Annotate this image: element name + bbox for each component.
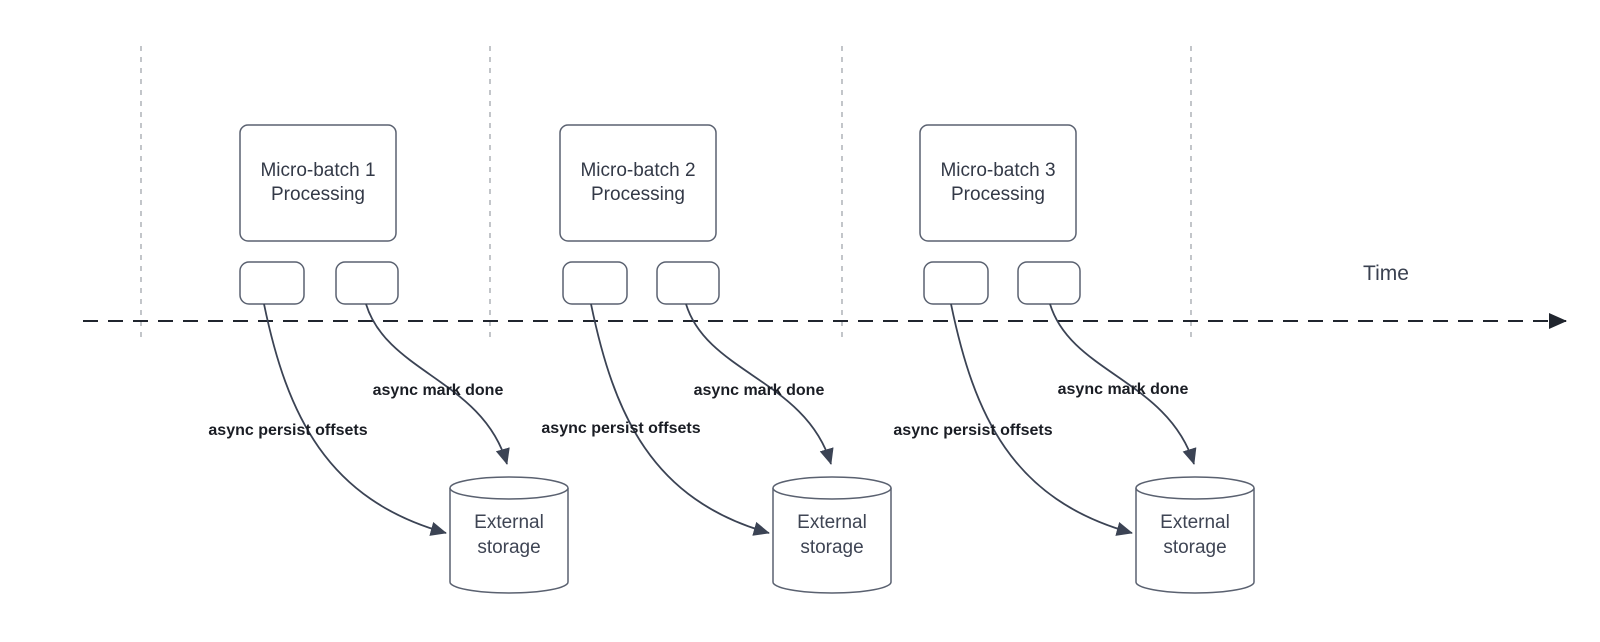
external-storage-cylinder-1-body bbox=[449, 488, 569, 594]
micro-batch-3-done-task-box bbox=[1017, 261, 1081, 305]
micro-batch-1-done-task-box bbox=[335, 261, 399, 305]
micro-batch-1-title-line2: Processing bbox=[271, 184, 365, 205]
micro-batch-3-mark-done-arrow bbox=[1049, 303, 1197, 465]
micro-batch-2-mark-done-arrow bbox=[685, 303, 834, 465]
external-storage-2-label-line1: External bbox=[797, 512, 867, 533]
external-storage-1-label-line2: storage bbox=[477, 537, 540, 558]
micro-batch-2-group: Micro-batch 2 Processing async persist o… bbox=[541, 124, 892, 594]
micro-batch-2-mark-done-label: async mark done bbox=[694, 382, 825, 399]
external-storage-cylinder-1: External storage bbox=[449, 476, 569, 594]
micro-batch-2-title-line2: Processing bbox=[591, 184, 685, 205]
micro-batch-3-group: Micro-batch 3 Processing async persist o… bbox=[893, 124, 1255, 594]
external-storage-cylinder-2-body bbox=[772, 488, 892, 594]
external-storage-3-label-line1: External bbox=[1160, 512, 1230, 533]
external-storage-cylinder-1-top bbox=[449, 476, 569, 500]
micro-batch-1-group: Micro-batch 1 Processing async persist o… bbox=[208, 124, 569, 594]
micro-batch-3-persist-offsets-label: async persist offsets bbox=[893, 422, 1052, 439]
micro-batch-3-persist-task-box bbox=[923, 261, 989, 305]
external-storage-3-label-line2: storage bbox=[1163, 537, 1226, 558]
external-storage-cylinder-3-body bbox=[1135, 488, 1255, 594]
external-storage-cylinder-2: External storage bbox=[772, 476, 892, 594]
time-axis-label: Time bbox=[1363, 262, 1409, 285]
external-storage-1-label-line1: External bbox=[474, 512, 544, 533]
micro-batch-1-persist-offsets-label: async persist offsets bbox=[208, 422, 367, 439]
micro-batch-2-done-task-box bbox=[656, 261, 720, 305]
micro-batch-2-persist-offsets-label: async persist offsets bbox=[541, 420, 700, 437]
micro-batch-1-title-line1: Micro-batch 1 bbox=[260, 160, 375, 181]
micro-batch-1-persist-task-box bbox=[239, 261, 305, 305]
micro-batch-1-mark-done-label: async mark done bbox=[373, 382, 504, 399]
external-storage-cylinder-3: External storage bbox=[1135, 476, 1255, 594]
micro-batch-3-mark-done-label: async mark done bbox=[1058, 381, 1189, 398]
micro-batch-2-processing-box bbox=[559, 124, 717, 242]
micro-batch-1-processing-box bbox=[239, 124, 397, 242]
micro-batch-2-persist-offsets-arrow bbox=[590, 303, 770, 536]
micro-batch-3-processing-box bbox=[919, 124, 1077, 242]
micro-batch-3-persist-offsets-arrow bbox=[950, 303, 1133, 536]
external-storage-2-label-line2: storage bbox=[800, 537, 863, 558]
external-storage-cylinder-3-top bbox=[1135, 476, 1255, 500]
external-storage-cylinder-2-top bbox=[772, 476, 892, 500]
micro-batch-1-mark-done-arrow bbox=[365, 303, 510, 465]
micro-batch-1-persist-offsets-arrow bbox=[263, 303, 447, 536]
micro-batch-3-title-line2: Processing bbox=[951, 184, 1045, 205]
micro-batch-3-title-line1: Micro-batch 3 bbox=[940, 160, 1055, 181]
micro-batch-2-title-line1: Micro-batch 2 bbox=[580, 160, 695, 181]
micro-batch-2-persist-task-box bbox=[562, 261, 628, 305]
